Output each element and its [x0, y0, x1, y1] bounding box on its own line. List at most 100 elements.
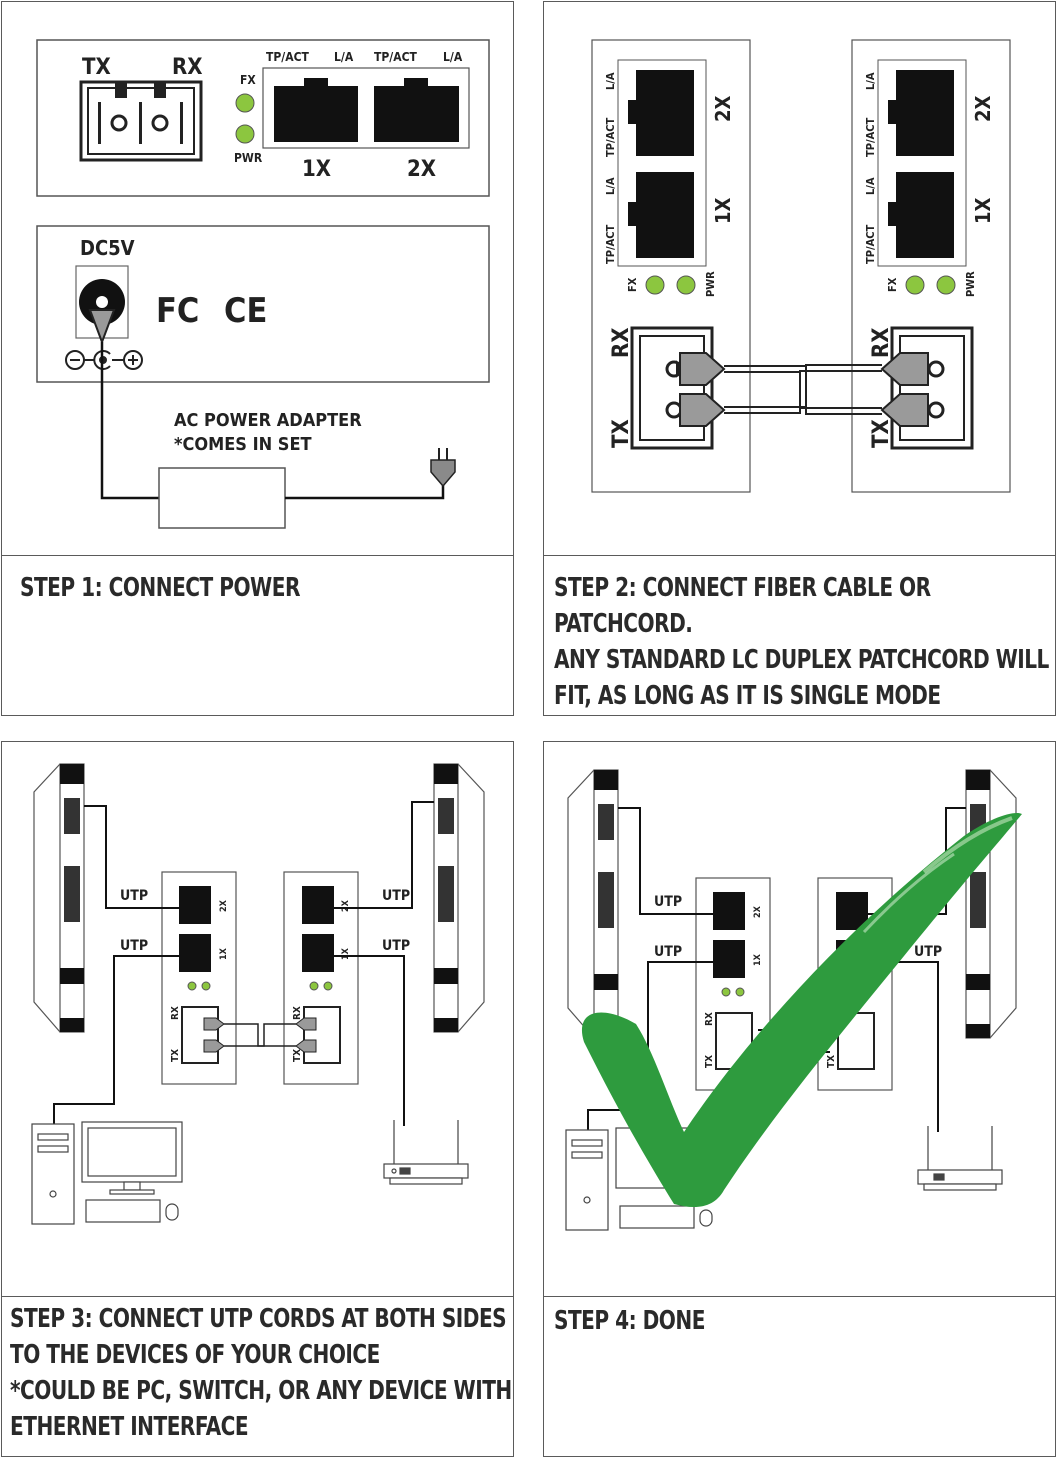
tp-act-label: TP/ACT [864, 224, 877, 264]
rj45-port-icon [179, 934, 211, 972]
led-icon [187, 981, 197, 991]
step1-panel: TX RX FX PWR TP/ACT L/A TP/ACT L/A 1X 2X… [1, 1, 514, 716]
step3-figure: 2X 1X RX TX 2X 1X RX TX [31, 763, 485, 1225]
adapter-label-line1: AC POWER ADAPTER [174, 410, 362, 431]
led-icon [936, 275, 956, 295]
router-icon [383, 1120, 469, 1185]
port1-label: 1X [302, 157, 331, 182]
tx-label: TX [609, 419, 634, 448]
tp-act-label: TP/ACT [266, 50, 309, 64]
switch-icon [33, 763, 85, 1033]
rj45-port-icon [374, 78, 459, 142]
port1-label: 1X [341, 947, 351, 960]
utp-label: UTP [654, 944, 682, 960]
converter-right: 2X 1X RX TX [283, 871, 359, 1085]
led-icon [235, 124, 255, 144]
rx-label: RX [704, 1012, 715, 1026]
rj45-port-icon [274, 78, 358, 142]
utp-label: UTP [120, 938, 148, 954]
rj45-port-icon [836, 892, 868, 930]
step2-panel: L/A TP/ACT L/A TP/ACT 2X 1X FX PWR RX TX [543, 1, 1056, 716]
rx-label: RX [609, 327, 634, 358]
tp-act-label: TP/ACT [864, 117, 877, 157]
led-icon [201, 981, 211, 991]
la-label: L/A [864, 177, 877, 195]
tp-act-label: TP/ACT [604, 224, 617, 264]
step4-panel: 2X 1X RX TX TX UTP UTP UTP [543, 741, 1056, 1457]
polarity-icon [65, 350, 143, 370]
rj45-port-icon [713, 940, 745, 978]
la-label: L/A [864, 72, 877, 90]
fcc-logo: FC [156, 291, 199, 331]
fx-label: FX [240, 73, 256, 87]
utp-label: UTP [914, 944, 942, 960]
dc-jack-icon [75, 265, 129, 345]
step1-caption: STEP 1: CONNECT POWER [2, 555, 513, 715]
port2-label: 2X [341, 899, 351, 912]
patch-cord [724, 364, 882, 415]
rx-label: RX [869, 327, 894, 358]
rj45-port-icon [302, 934, 334, 972]
rj45-port-icon [888, 172, 954, 258]
fiber-connector-icon [880, 326, 974, 450]
led-icon [645, 275, 665, 295]
led-icon [721, 987, 731, 997]
port2-label: 2X [711, 95, 735, 122]
fiber-connector-icon [630, 326, 726, 450]
port1-label: 1X [971, 197, 995, 224]
tx-label: TX [82, 55, 111, 80]
power-adapter [158, 467, 286, 529]
tx-label: TX [826, 1055, 837, 1068]
rj45-port-icon [302, 886, 334, 924]
led-icon [323, 981, 333, 991]
led-icon [905, 275, 925, 295]
la-label: L/A [334, 50, 354, 64]
ce-logo: CE [224, 291, 267, 331]
fiber-connector-icon [303, 1006, 341, 1064]
step4-caption-text: STEP 4: DONE [554, 1306, 705, 1336]
step2-caption-text: STEP 2: CONNECT FIBER CABLE OR PATCHCORD… [554, 573, 1049, 711]
converter-right: L/A TP/ACT L/A TP/ACT 2X 1X FX PWR RX TX [851, 39, 1011, 493]
utp-label: UTP [382, 938, 410, 954]
led-icon [235, 93, 255, 113]
port2-label: 2X [407, 157, 436, 182]
step2-figure: L/A TP/ACT L/A TP/ACT 2X 1X FX PWR RX TX [591, 39, 1011, 493]
rj45-port-icon [713, 892, 745, 930]
step4-caption: STEP 4: DONE [544, 1296, 1055, 1456]
la-label: L/A [604, 72, 617, 90]
step1-caption-text: STEP 1: CONNECT POWER [20, 573, 300, 603]
port1-label: 1X [711, 197, 735, 224]
rx-label: RX [170, 1006, 181, 1020]
pwr-label: PWR [234, 151, 263, 165]
tp-act-label: TP/ACT [374, 50, 417, 64]
dc5v-label: DC5V [80, 236, 135, 260]
step3-panel: 2X 1X RX TX 2X 1X RX TX [1, 741, 514, 1457]
rx-label: RX [292, 1006, 303, 1020]
converter-left: L/A TP/ACT L/A TP/ACT 2X 1X FX PWR RX TX [591, 39, 751, 493]
router-icon [917, 1126, 1003, 1191]
step3-caption-text: STEP 3: CONNECT UTP CORDS AT BOTH SIDES … [10, 1304, 512, 1442]
rj45-port-icon [888, 70, 954, 156]
tx-label: TX [292, 1049, 303, 1062]
fiber-connector-icon [181, 1006, 219, 1064]
switch-icon [567, 769, 619, 1039]
step1-figure: TX RX FX PWR TP/ACT L/A TP/ACT L/A 1X 2X… [36, 39, 490, 529]
utp-label: UTP [120, 888, 148, 904]
patch-cord [224, 1023, 296, 1047]
plug-icon [430, 448, 456, 488]
converter-left: 2X 1X RX TX [161, 871, 237, 1085]
port2-label: 2X [219, 899, 229, 912]
utp-cables [53, 801, 434, 1126]
step2-caption: STEP 2: CONNECT FIBER CABLE OR PATCHCORD… [544, 555, 1055, 715]
pwr-label: PWR [704, 271, 717, 297]
fx-label: FX [886, 277, 899, 292]
rj45-port-icon [628, 70, 694, 156]
port2-label: 2X [753, 905, 763, 918]
adapter-label-line2: *COMES IN SET [174, 434, 312, 455]
utp-label: UTP [382, 888, 410, 904]
rj45-port-icon [628, 172, 694, 258]
step3-caption: STEP 3: CONNECT UTP CORDS AT BOTH SIDES … [2, 1296, 513, 1456]
fiber-connector-icon [79, 80, 203, 162]
port2-label: 2X [971, 95, 995, 122]
check-mark-icon [581, 812, 1022, 1208]
